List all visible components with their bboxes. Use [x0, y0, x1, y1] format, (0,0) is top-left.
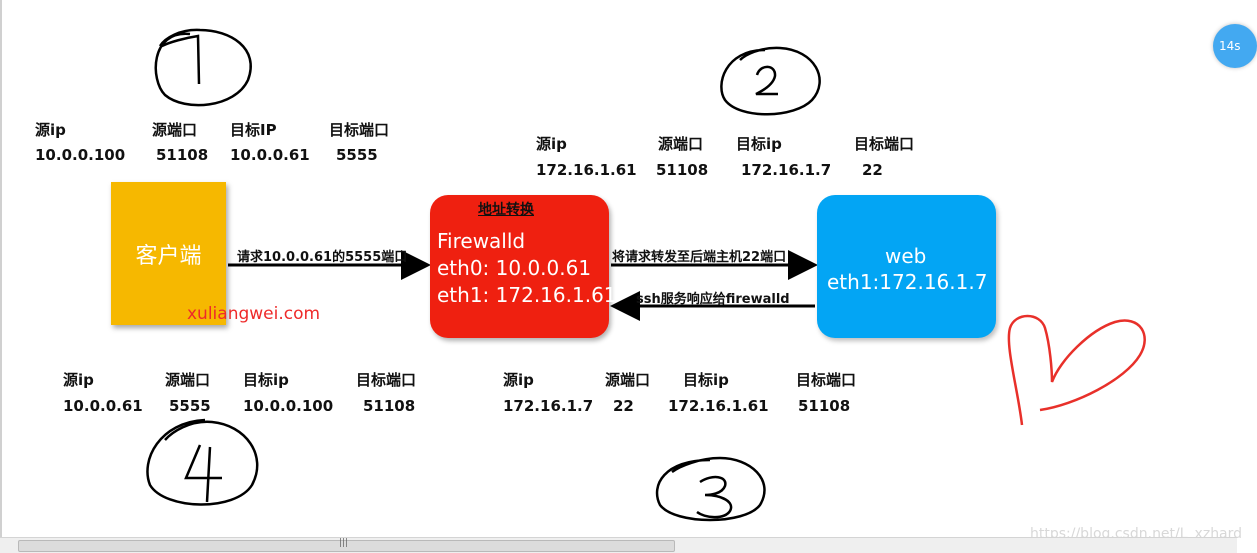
step-4-value-dst-ip: 10.0.0.100: [243, 397, 334, 415]
step-3-value-dst-ip: 172.16.1.61: [668, 397, 769, 415]
step-2-header-src-ip: 源ip: [536, 135, 567, 153]
step-3-value-dst-port: 51108: [798, 397, 851, 415]
step-3-value-src-port: 22: [613, 397, 634, 415]
step-3-header-src-ip: 源ip: [503, 371, 534, 389]
step-2-value-dst-port: 22: [862, 161, 883, 179]
hand-drawn-number-2: [720, 46, 821, 116]
hand-drawn-number-4: [146, 418, 259, 506]
step-1-header-src-port: 源端口: [152, 121, 198, 139]
step-4-header-src-port: 源端口: [165, 371, 211, 389]
step-4-value-src-ip: 10.0.0.61: [63, 397, 143, 415]
step-1-value-dst-ip: 10.0.0.61: [230, 146, 310, 164]
floating-badge[interactable]: 14s: [1213, 24, 1257, 68]
step-1-value-dst-port: 5555: [336, 146, 378, 164]
web-name: web: [885, 244, 927, 268]
step-4-value-dst-port: 51108: [363, 397, 416, 415]
step-1-value-src-port: 51108: [156, 146, 209, 164]
step-1-value-src-ip: 10.0.0.100: [35, 146, 126, 164]
step-4-value-src-port: 5555: [169, 397, 211, 415]
step-3-header-dst-port: 目标端口: [796, 371, 857, 389]
floating-badge-label: 14s: [1219, 39, 1241, 53]
scrollbar-thumb[interactable]: |||: [18, 538, 675, 552]
hand-drawn-number-3: [655, 456, 766, 522]
hand-drawn-number-1: [154, 28, 252, 107]
step-4-header-dst-port: 目标端口: [356, 371, 417, 389]
hand-drawn-heart: [1007, 314, 1146, 426]
author-watermark: xuliangwei.com: [187, 304, 321, 324]
step-1-header-dst-port: 目标端口: [329, 121, 390, 139]
horizontal-scrollbar[interactable]: |||: [0, 537, 1237, 553]
step-1-header-dst-ip: 目标IP: [230, 121, 277, 139]
diagram-canvas: [146, 28, 1146, 522]
window-left-edge: [0, 0, 2, 537]
step-3-header-dst-ip: 目标ip: [683, 371, 729, 389]
client-node: 客户端: [111, 182, 226, 325]
firewall-eth1: eth1: 172.16.1.61: [437, 283, 617, 307]
grip-icon: |||: [339, 538, 349, 548]
step-2-value-src-ip: 172.16.1.61: [536, 161, 637, 179]
step-3-value-src-ip: 172.16.1.7: [503, 397, 594, 415]
step-2-header-dst-port: 目标端口: [854, 135, 915, 153]
step-4-header-src-ip: 源ip: [63, 371, 94, 389]
step-4-header-dst-ip: 目标ip: [243, 371, 289, 389]
web-eth1: eth1:172.16.1.7: [827, 270, 988, 294]
arrow-label-firewall-to-web: 将请求转发至后端主机22端口: [612, 250, 787, 265]
step-2-value-dst-ip: 172.16.1.7: [741, 161, 832, 179]
step-2-header-dst-ip: 目标ip: [736, 135, 782, 153]
nat-label: 地址转换: [478, 202, 534, 218]
firewall-name: Firewalld: [437, 229, 526, 253]
step-2-header-src-port: 源端口: [658, 135, 704, 153]
arrow-label-web-to-firewall: ssh服务响应给firewalld: [636, 292, 790, 307]
arrow-label-client-to-firewall: 请求10.0.0.61的5555端口: [237, 250, 408, 265]
step-2-value-src-port: 51108: [656, 161, 709, 179]
step-1-header-src-ip: 源ip: [35, 121, 66, 139]
step-3-header-src-port: 源端口: [605, 371, 651, 389]
client-label: 客户端: [135, 243, 202, 269]
web-node: web eth1:172.16.1.7: [817, 195, 996, 338]
firewall-eth0: eth0: 10.0.0.61: [437, 256, 592, 280]
firewall-node: 地址转换 Firewalld eth0: 10.0.0.61 eth1: 172…: [430, 195, 617, 338]
